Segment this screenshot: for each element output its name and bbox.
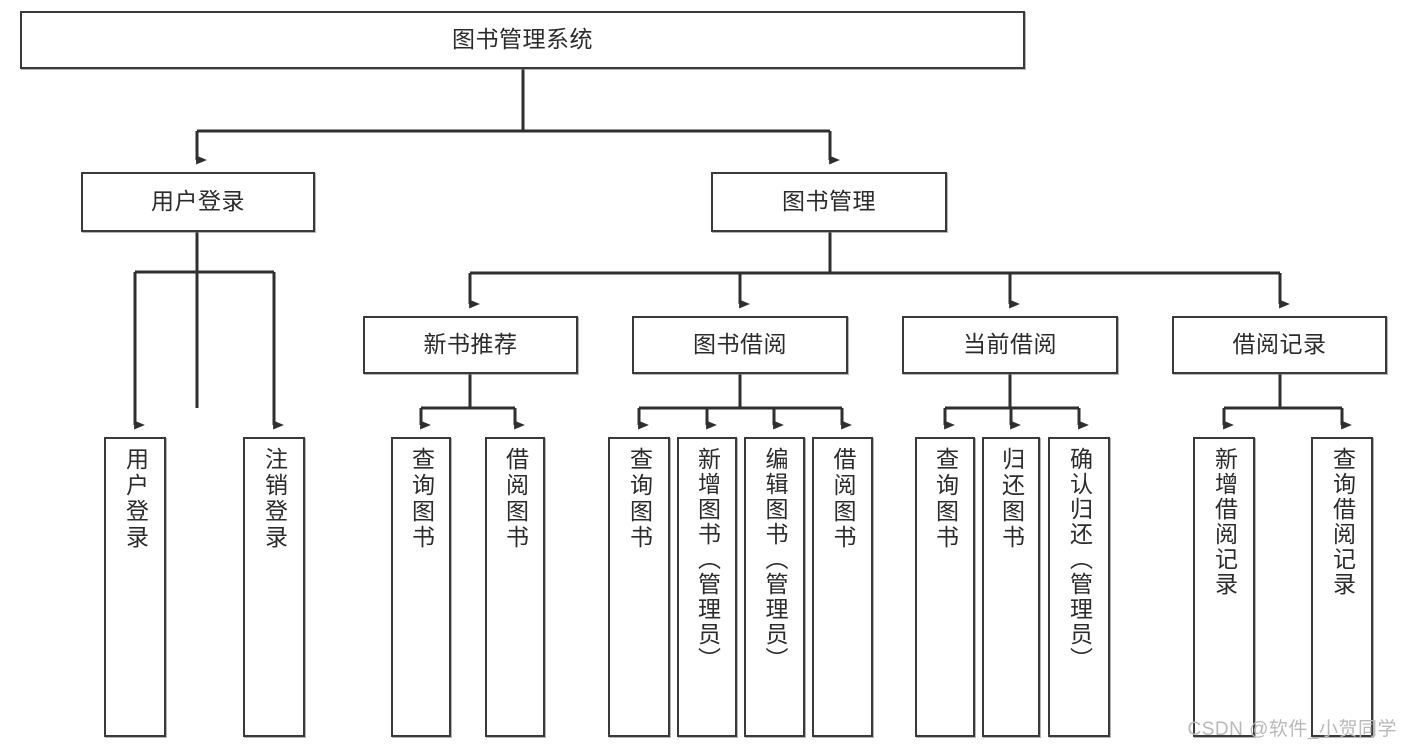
leaf-query-book-current-label: 查询图书 xyxy=(932,447,959,551)
node-new-book-recommend[interactable]: 新书推荐 xyxy=(363,316,578,374)
leaf-borrow-book-label: 借阅图书 xyxy=(830,447,856,551)
leaf-confirm-return-admin-label: 确认归还（管理员） xyxy=(1066,447,1093,672)
node-root[interactable]: 图书管理系统 xyxy=(20,11,1025,69)
node-current-borrow[interactable]: 当前借阅 xyxy=(902,316,1118,374)
leaf-borrow-book-recommend-label: 借阅图书 xyxy=(502,447,529,551)
leaf-add-borrow-record-label: 新增借阅记录 xyxy=(1211,447,1238,597)
leaf-query-book-recommend-label: 查询图书 xyxy=(408,447,435,551)
node-book-management-label: 图书管理 xyxy=(782,188,876,215)
leaf-edit-book-admin-label: 编辑图书（管理员） xyxy=(762,447,788,672)
leaf-borrow-book[interactable]: 借阅图书 xyxy=(812,437,873,737)
node-new-book-recommend-label: 新书推荐 xyxy=(423,331,518,358)
leaf-add-borrow-record[interactable]: 新增借阅记录 xyxy=(1193,437,1255,737)
leaf-borrow-book-recommend[interactable]: 借阅图书 xyxy=(485,437,545,737)
leaf-confirm-return-admin[interactable]: 确认归还（管理员） xyxy=(1048,437,1110,737)
node-user-login[interactable]: 用户登录 xyxy=(81,172,315,232)
node-current-borrow-label: 当前借阅 xyxy=(963,331,1057,358)
leaf-edit-book-admin[interactable]: 编辑图书（管理员） xyxy=(744,437,805,737)
leaf-add-book-admin-label: 新增图书（管理员） xyxy=(694,447,721,672)
leaf-query-book-borrow[interactable]: 查询图书 xyxy=(608,437,670,737)
leaf-query-borrow-record-label: 查询借阅记录 xyxy=(1329,447,1356,597)
leaf-query-book-borrow-label: 查询图书 xyxy=(626,447,653,551)
leaf-return-book[interactable]: 归还图书 xyxy=(982,437,1040,737)
leaf-user-login[interactable]: 用户登录 xyxy=(104,437,166,737)
leaf-add-book-admin[interactable]: 新增图书（管理员） xyxy=(677,437,737,737)
leaf-user-login-label: 用户登录 xyxy=(122,447,149,551)
node-book-borrow[interactable]: 图书借阅 xyxy=(632,316,848,374)
watermark: CSDN @软件_小贺同学 xyxy=(1187,719,1397,740)
leaf-query-book-recommend[interactable]: 查询图书 xyxy=(391,437,451,737)
leaf-query-book-current[interactable]: 查询图书 xyxy=(915,437,975,737)
node-user-login-label: 用户登录 xyxy=(151,188,245,215)
node-book-management[interactable]: 图书管理 xyxy=(711,172,947,232)
leaf-logout-label: 注销登录 xyxy=(261,447,288,551)
leaf-return-book-label: 归还图书 xyxy=(998,447,1025,551)
node-borrow-record-label: 借阅记录 xyxy=(1232,331,1327,358)
node-book-borrow-label: 图书借阅 xyxy=(693,331,787,358)
node-root-label: 图书管理系统 xyxy=(452,26,593,53)
node-borrow-record[interactable]: 借阅记录 xyxy=(1172,316,1387,374)
leaf-logout[interactable]: 注销登录 xyxy=(243,437,305,737)
leaf-query-borrow-record[interactable]: 查询借阅记录 xyxy=(1311,437,1373,737)
